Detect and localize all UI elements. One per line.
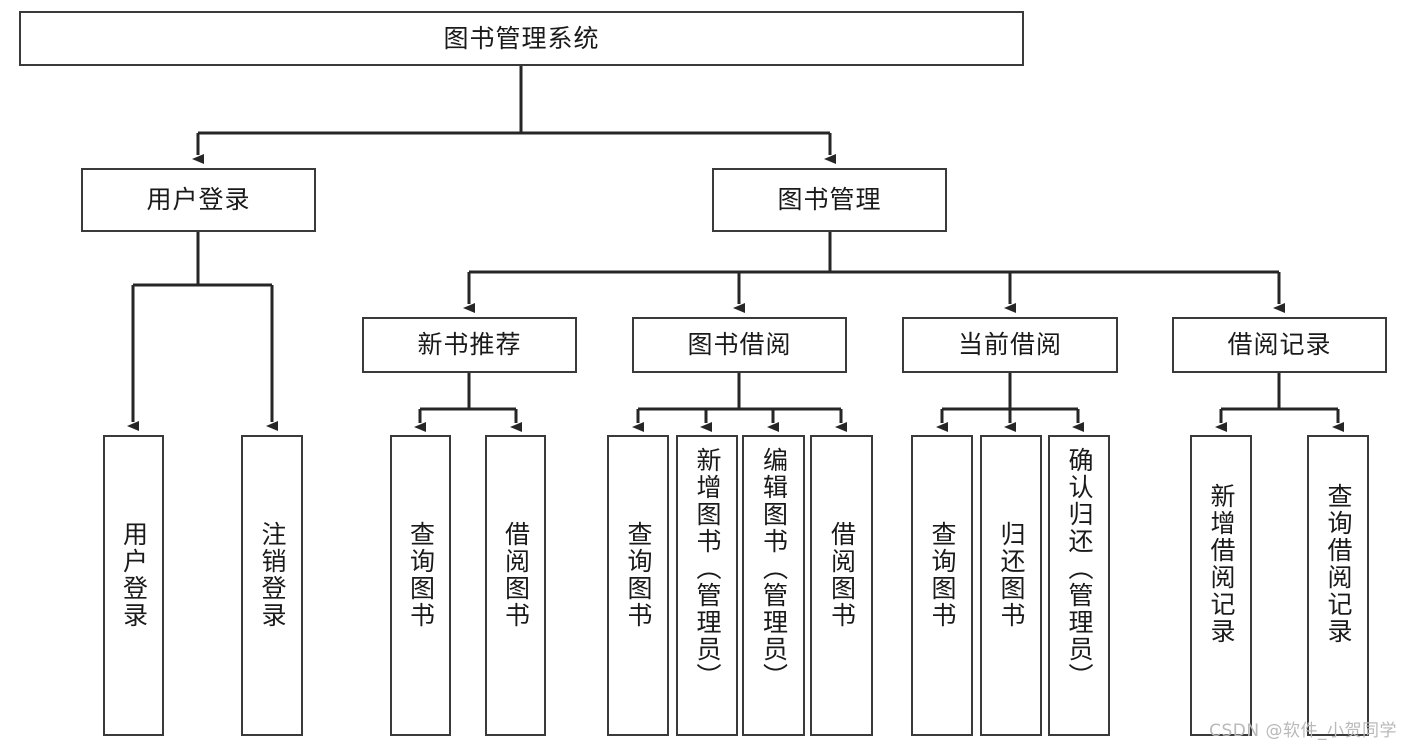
leaf-label: 注销登录 — [258, 521, 287, 629]
leaf-current-query-book[interactable]: 查询图书 — [911, 435, 973, 736]
node-label: 图书借阅 — [687, 330, 792, 360]
leaf-label: 查询图书 — [406, 521, 436, 629]
leaf-current-confirm-return-admin[interactable]: 确认归还（管理员） — [1048, 435, 1110, 736]
leaf-borrow-borrow-book[interactable]: 借阅图书 — [810, 435, 873, 736]
leaf-borrow-add-book-admin[interactable]: 新增图书（管理员） — [676, 435, 738, 736]
node-current-borrow[interactable]: 当前借阅 — [902, 317, 1118, 373]
leaf-user-login-logout[interactable]: 注销登录 — [241, 435, 303, 736]
leaf-record-add-borrow-record[interactable]: 新增借阅记录 — [1190, 435, 1252, 736]
leaf-current-return-book[interactable]: 归还图书 — [980, 435, 1042, 736]
leaf-label: 借阅图书 — [501, 521, 531, 629]
leaf-label: 查询图书 — [624, 521, 653, 629]
node-label: 用户登录 — [146, 185, 251, 215]
node-root-book-management-system[interactable]: 图书管理系统 — [19, 11, 1024, 66]
watermark: CSDN @软件_小贺同学 — [1209, 721, 1397, 741]
node-label: 当前借阅 — [957, 330, 1062, 360]
node-label: 图书管理系统 — [443, 23, 600, 53]
leaf-recommend-query-book[interactable]: 查询图书 — [390, 435, 451, 736]
node-label: 图书管理 — [777, 185, 882, 215]
leaf-label: 查询图书 — [928, 521, 957, 629]
leaf-recommend-borrow-book[interactable]: 借阅图书 — [485, 435, 546, 736]
leaf-borrow-edit-book-admin[interactable]: 编辑图书（管理员） — [742, 435, 805, 736]
leaf-label: 确认归还（管理员） — [1065, 447, 1094, 690]
leaf-label: 查询借阅记录 — [1324, 483, 1353, 645]
node-new-book-recommend[interactable]: 新书推荐 — [362, 317, 577, 373]
leaf-label: 借阅图书 — [827, 521, 857, 629]
node-label: 新书推荐 — [417, 330, 522, 360]
leaf-record-query-borrow-record[interactable]: 查询借阅记录 — [1307, 435, 1369, 736]
node-book-management[interactable]: 图书管理 — [712, 168, 947, 232]
node-label: 借阅记录 — [1227, 330, 1332, 360]
node-book-borrow[interactable]: 图书借阅 — [632, 317, 847, 373]
leaf-label: 编辑图书（管理员） — [759, 447, 789, 690]
leaf-label: 新增借阅记录 — [1207, 483, 1236, 645]
leaf-label: 归还图书 — [997, 521, 1026, 629]
leaf-label: 用户登录 — [119, 521, 149, 629]
leaf-user-login-login[interactable]: 用户登录 — [103, 435, 164, 736]
node-borrow-record[interactable]: 借阅记录 — [1172, 317, 1387, 373]
node-user-login[interactable]: 用户登录 — [81, 168, 316, 232]
leaf-label: 新增图书（管理员） — [693, 447, 722, 690]
leaf-borrow-query-book[interactable]: 查询图书 — [607, 435, 669, 736]
